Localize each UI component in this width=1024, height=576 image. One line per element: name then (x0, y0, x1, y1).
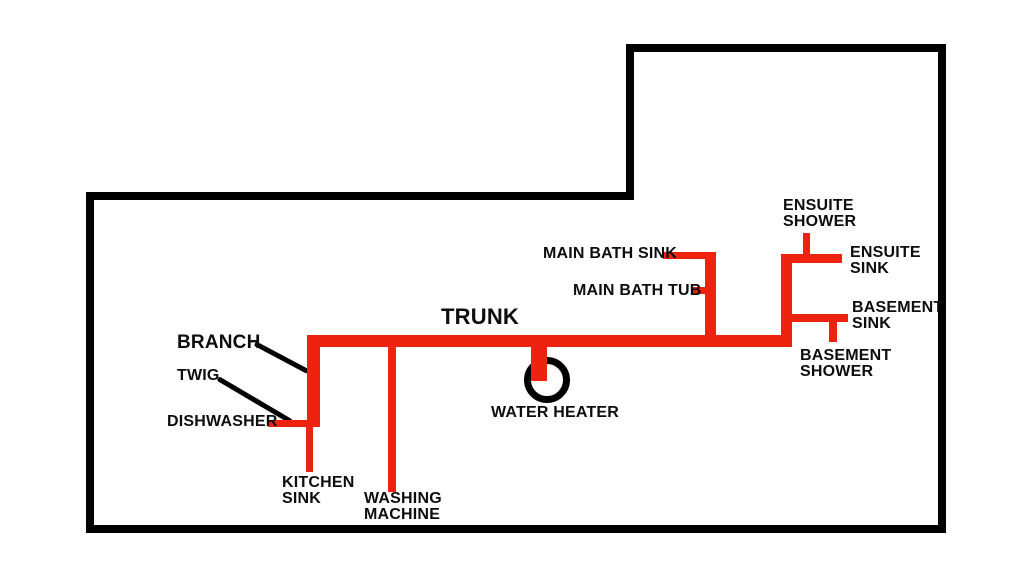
pipe-main-bath-tub-tick (692, 287, 716, 294)
house-outline-notch-horizontal (86, 192, 634, 200)
house-outline-top-edge (626, 44, 946, 52)
twig-label: TWIG (177, 367, 220, 384)
pipe-basement-shower-stub (829, 314, 837, 342)
dishwasher-label: DISHWASHER (167, 413, 278, 430)
pipe-basement-sink-line (781, 314, 848, 322)
house-outline-left-edge (86, 192, 94, 533)
kitchen-sink-label: KITCHEN SINK (282, 474, 355, 507)
house-outline-right-edge (938, 44, 946, 533)
pipe-kitchen-sink-drop (306, 427, 313, 472)
pipe-ensuite-sink-line (781, 254, 842, 263)
washing-machine-label: WASHING MACHINE (364, 490, 442, 523)
pipe-ensuite-shower-stub (803, 233, 810, 261)
branch-pointer-line (253, 341, 310, 374)
pipe-washing-machine-drop (388, 340, 396, 492)
pipe-branch-vertical (307, 335, 320, 427)
pipe-main-bath-sink-line (663, 252, 716, 259)
house-outline-bottom-edge (86, 525, 946, 533)
main-bath-tub-label: MAIN BATH TUB (573, 282, 702, 299)
pipe-trunk (307, 335, 792, 347)
water-heater-circle-icon (524, 357, 570, 403)
main-bath-sink-label: MAIN BATH SINK (543, 245, 678, 262)
pipe-water-heater-drop (531, 340, 547, 381)
water-heater-label: WATER HEATER (491, 404, 620, 421)
trunk-label: TRUNK (441, 304, 519, 329)
ensuite-sink-label: ENSUITE SINK (850, 244, 921, 277)
ensuite-shower-label: ENSUITE SHOWER (783, 197, 857, 230)
pipe-ensuite-vertical (781, 254, 792, 347)
branch-label: BRANCH (177, 332, 261, 353)
house-outline-notch-vertical (626, 44, 634, 200)
pipe-dishwasher-twig (268, 420, 320, 427)
basement-shower-label: BASEMENT SHOWER (800, 347, 892, 380)
basement-sink-label: BASEMENT SINK (852, 299, 944, 332)
